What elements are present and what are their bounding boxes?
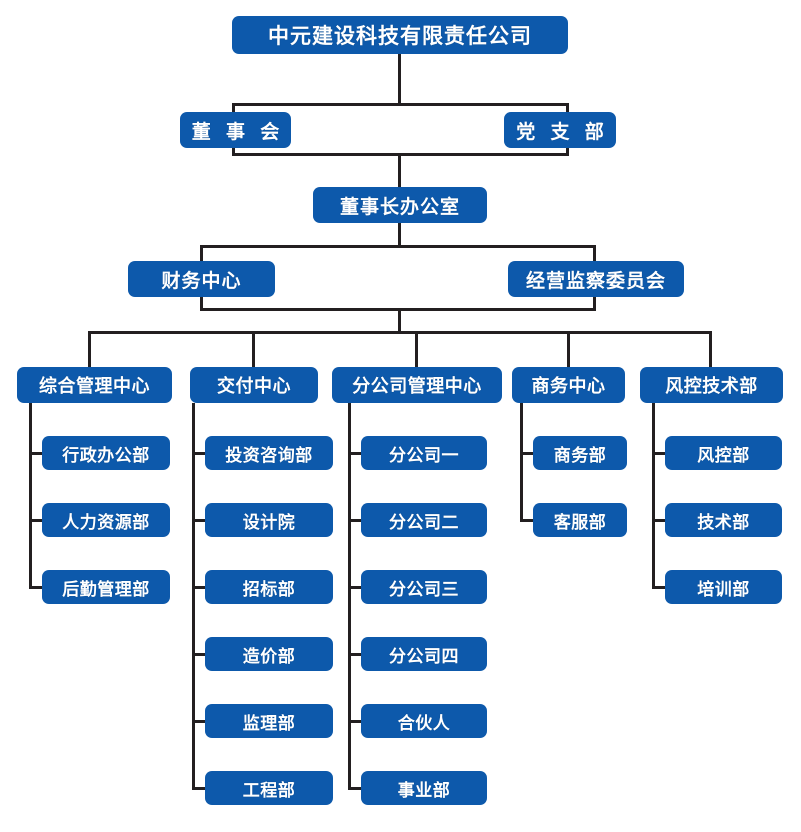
connector-col3-stub-3 (348, 586, 364, 589)
node-general-management-center[interactable]: 综合管理中心 (17, 367, 172, 403)
connector-col3-stub-2 (348, 519, 364, 522)
node-business-division[interactable]: 事业部 (361, 771, 487, 805)
connector-col3-stub-4 (348, 653, 364, 656)
node-commerce-center[interactable]: 商务中心 (512, 367, 625, 403)
connector-col2-stub-3 (192, 586, 208, 589)
connector-col5-trunk (652, 403, 655, 588)
connector-level4-stem (398, 223, 401, 247)
connector-col4-trunk (520, 403, 523, 521)
node-party-branch[interactable]: 党 支 部 (504, 112, 616, 148)
connector-col3-stub-1 (348, 452, 364, 455)
connector-level5-stem (398, 308, 401, 333)
node-partner[interactable]: 合伙人 (361, 704, 487, 738)
connector-col3-stub-6 (348, 787, 364, 790)
node-design-institute[interactable]: 设计院 (205, 503, 333, 537)
node-operations-supervision-committee[interactable]: 经营监察委员会 (508, 261, 684, 297)
node-logistics-management-dept[interactable]: 后勤管理部 (42, 570, 170, 604)
node-admin-office-dept[interactable]: 行政办公部 (42, 436, 170, 470)
connector-col4-stub-2 (520, 519, 536, 522)
connector-col2-stub-1 (192, 452, 208, 455)
node-cost-estimation-dept[interactable]: 造价部 (205, 637, 333, 671)
node-training-dept[interactable]: 培训部 (665, 570, 782, 604)
node-branch-management-center[interactable]: 分公司管理中心 (332, 367, 502, 403)
connector-col5-stub-1 (652, 452, 668, 455)
node-branch-four[interactable]: 分公司四 (361, 637, 487, 671)
connector-col3-stub-5 (348, 720, 364, 723)
connector-col2-stub-4 (192, 653, 208, 656)
node-branch-one[interactable]: 分公司一 (361, 436, 487, 470)
connector-col1-stub-1 (29, 452, 45, 455)
node-delivery-center[interactable]: 交付中心 (190, 367, 318, 403)
connector-col2-stub-2 (192, 519, 208, 522)
connector-col2-stub-5 (192, 720, 208, 723)
connector-level5-drop-col3 (415, 331, 418, 368)
node-branch-two[interactable]: 分公司二 (361, 503, 487, 537)
connector-col1-stub-3 (29, 586, 45, 589)
node-branch-three[interactable]: 分公司三 (361, 570, 487, 604)
connector-level2-top-bar (232, 103, 569, 106)
connector-level5-drop-col5 (709, 331, 712, 368)
connector-col4-stub-1 (520, 452, 536, 455)
connector-col1-trunk (29, 403, 32, 588)
node-board-of-directors[interactable]: 董 事 会 (180, 112, 291, 148)
node-risk-control-dept[interactable]: 风控部 (665, 436, 782, 470)
connector-col5-stub-3 (652, 586, 668, 589)
connector-level4-top-bar (200, 245, 596, 248)
connector-level5-bus (88, 331, 712, 334)
connector-level5-drop-col1 (88, 331, 91, 368)
connector-col2-trunk (192, 403, 195, 790)
node-customer-service-dept[interactable]: 客服部 (533, 503, 627, 537)
connector-level5-drop-col2 (252, 331, 255, 368)
node-risk-control-technology-dept[interactable]: 风控技术部 (640, 367, 783, 403)
node-chairman-office[interactable]: 董事长办公室 (313, 187, 487, 223)
node-supervision-dept[interactable]: 监理部 (205, 704, 333, 738)
node-commerce-dept[interactable]: 商务部 (533, 436, 627, 470)
connector-col5-stub-2 (652, 519, 668, 522)
node-human-resources-dept[interactable]: 人力资源部 (42, 503, 170, 537)
node-investment-consulting-dept[interactable]: 投资咨询部 (205, 436, 333, 470)
connector-col2-stub-6 (192, 787, 208, 790)
node-engineering-dept[interactable]: 工程部 (205, 771, 333, 805)
connector-root-stem (398, 54, 401, 103)
connector-col3-trunk (348, 403, 351, 790)
node-bidding-dept[interactable]: 招标部 (205, 570, 333, 604)
connector-level5-drop-col4 (567, 331, 570, 368)
node-finance-center[interactable]: 财务中心 (128, 261, 275, 297)
connector-col1-stub-2 (29, 519, 45, 522)
node-technology-dept[interactable]: 技术部 (665, 503, 782, 537)
node-root[interactable]: 中元建设科技有限责任公司 (232, 16, 568, 54)
connector-level3-stem (398, 153, 401, 188)
